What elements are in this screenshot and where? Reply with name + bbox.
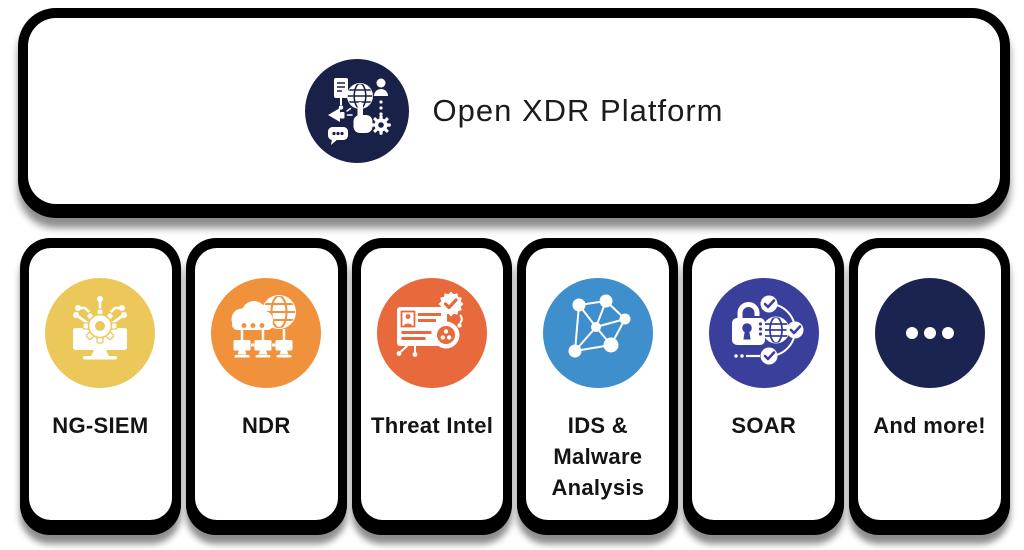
card-ng-siem: NG-SIEM — [20, 238, 181, 535]
card-label-and-more: And more! — [873, 413, 986, 438]
card-and-more: And more! — [849, 238, 1010, 535]
card-label-threat-intel: Threat Intel — [370, 413, 494, 438]
card-label-soar: SOAR — [731, 413, 797, 438]
card-soar: SOAR — [683, 238, 845, 535]
solutions-row: NG-SIEM — [20, 238, 1010, 535]
xdr-platform-icon — [304, 59, 409, 163]
card-ndr: NDR — [185, 238, 347, 535]
platform-banner: Open XDR Platform — [18, 8, 1010, 218]
card-label-ndr: NDR — [241, 413, 291, 438]
platform-banner-body: Open XDR Platform — [28, 18, 1000, 204]
more-ellipsis-icon — [874, 278, 985, 388]
ids-malware-icon — [542, 278, 653, 388]
card-ids-malware: IDS & Malware Analysis — [517, 238, 679, 535]
ng-siem-icon — [45, 278, 156, 388]
card-label-ids-malware: IDS & Malware Analysis — [551, 413, 645, 501]
card-threat-intel: Threat Intel — [351, 238, 513, 535]
card-label-ng-siem: NG-SIEM — [52, 413, 149, 438]
threat-intel-icon — [377, 278, 488, 388]
ndr-icon — [211, 278, 322, 388]
platform-title: Open XDR Platform — [432, 93, 724, 128]
soar-icon — [708, 278, 819, 388]
